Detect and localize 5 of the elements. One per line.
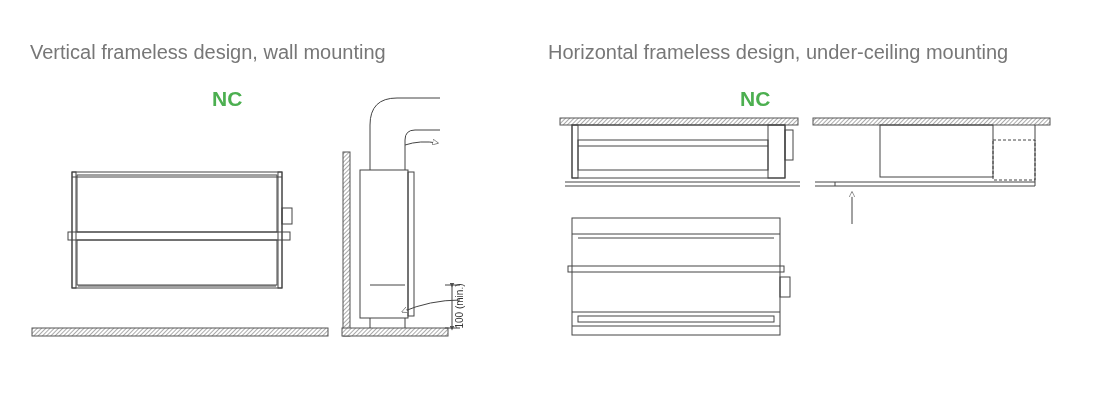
variant-code: NC (740, 88, 771, 109)
variant-code: NC (212, 88, 243, 109)
view-heading: Horizontal frameless design, under-ceiling mounting (548, 42, 1009, 62)
dimension-label: 100 (min.) (454, 283, 465, 329)
view-heading: Vertical frameless design, wall mounting (30, 42, 386, 62)
